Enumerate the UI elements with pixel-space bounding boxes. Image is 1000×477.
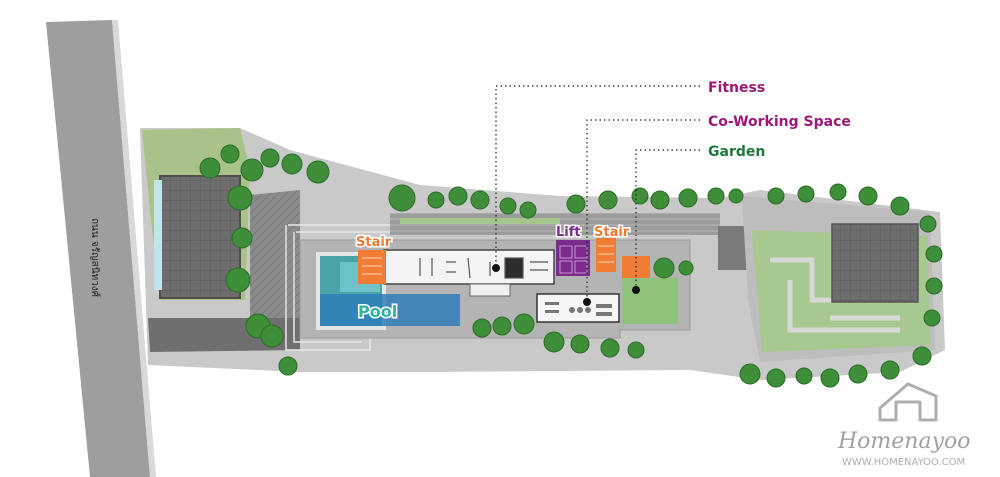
fitness-marker <box>492 264 500 272</box>
stair-right-tag: Stair <box>594 225 630 240</box>
fitness-callout: Fitness <box>708 80 765 96</box>
road-name: ถนน จรัญสนิทวงศ์ <box>89 218 101 298</box>
stair-right-block <box>596 238 616 272</box>
stair-left-steps <box>362 257 382 275</box>
trees <box>199 144 943 388</box>
coworking-marker <box>583 298 591 306</box>
fitness-equipment <box>419 257 548 279</box>
leader-lines <box>495 85 700 300</box>
lower-pavilion <box>469 283 511 297</box>
podium-garden <box>622 278 678 324</box>
brand-url: WWW.HOMENAYOO.COM <box>842 457 965 468</box>
garden-marker <box>632 286 640 294</box>
pool-tag: Pool <box>358 302 397 321</box>
entrance-plaza <box>250 190 300 318</box>
house-logo-icon <box>878 382 938 422</box>
stair-left-tag: Stair <box>356 235 392 250</box>
right-building <box>831 223 919 303</box>
left-building-glass <box>154 180 162 290</box>
road-edge <box>112 20 156 477</box>
leader-dots <box>492 264 640 306</box>
pool-water-lower <box>320 294 460 326</box>
stair-left-block <box>358 250 386 284</box>
lift-shafts <box>559 245 588 274</box>
garden-callout: Garden <box>708 144 765 160</box>
coworking-callout: Co-Working Space <box>708 114 851 130</box>
brand-name: Homenayoo <box>837 429 971 454</box>
upper-lawn-strip <box>400 218 560 224</box>
lift-tag: Lift <box>556 225 581 240</box>
coworking-furniture <box>545 302 612 316</box>
main-road <box>46 20 150 477</box>
stair-right-steps <box>598 245 614 263</box>
homenayoo-logo: Homenayoo WWW.HOMENAYOO.COM <box>837 382 971 468</box>
